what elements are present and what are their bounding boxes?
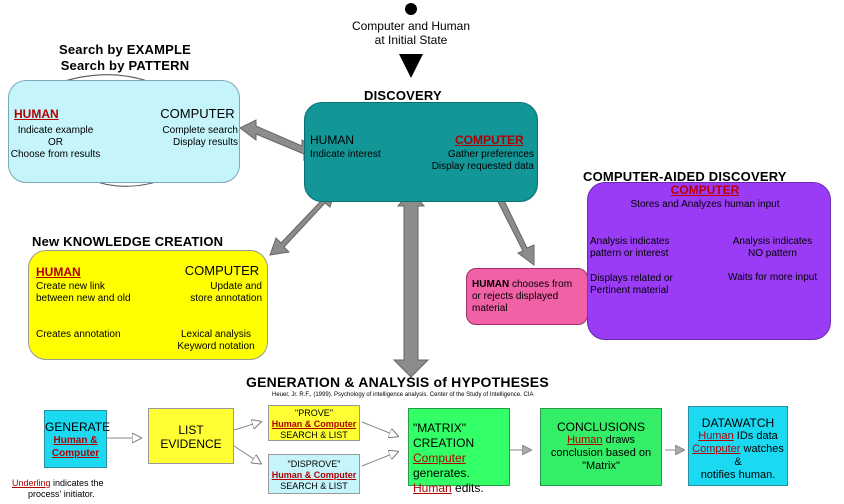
knowledge-title: New KNOWLEDGE CREATION — [32, 234, 224, 249]
flow-arrow-list-disprove — [233, 445, 260, 463]
hypotheses-title: GENERATION & ANALYSIS of HYPOTHESES — [246, 374, 549, 390]
aided-title: COMPUTER-AIDED DISCOVERY — [583, 169, 787, 184]
start-label: Computer and Human at Initial State — [351, 19, 471, 47]
knowledge-box — [28, 250, 268, 360]
aided-store-text: Stores and Analyzes human input — [630, 199, 780, 210]
discovery-computer-text: Gather preferences Display requested dat… — [431, 149, 534, 172]
discovery-computer-heading: COMPUTER — [455, 133, 524, 147]
search-computer-heading: COMPUTER — [160, 106, 235, 121]
flow-arrow-list-prove — [233, 422, 260, 431]
start-dot — [405, 3, 417, 15]
aided-box — [587, 182, 831, 340]
human-choose-box — [466, 268, 588, 325]
aided-no-pattern-text: Analysis indicates NO pattern — [732, 236, 813, 259]
legend-text: Underling indicates the process' initiat… — [12, 478, 104, 499]
list-box: LIST EVIDENCE — [148, 408, 234, 464]
search-title: Search by EXAMPLE Search by PATTERN — [59, 42, 191, 73]
aided-computer-heading: COMPUTER — [670, 183, 740, 197]
discovery-human-heading: HUMAN — [310, 133, 354, 147]
knowledge-human-heading: HUMAN — [36, 265, 81, 279]
knowledge-computer-text: Update and store annotation — [190, 281, 262, 304]
generate-box: GENERATE Human &Computer — [44, 410, 111, 468]
human-choose-text: HUMAN chooses from or rejects displayed … — [472, 279, 573, 314]
search-human-text: Indicate example OR Choose from results — [10, 125, 101, 160]
flow-arrow-disprove-matrix — [361, 452, 397, 467]
matrix-box: "MATRIX" CREATION Computer generates. Hu… — [408, 408, 510, 495]
discovery-human-text: Indicate interest — [310, 149, 381, 160]
discovery-box — [304, 102, 538, 202]
conclusions-box: CONCLUSIONS Human draws conclusion based… — [540, 408, 662, 486]
arrow-discovery-hypotheses — [392, 189, 430, 378]
disprove-box: "DISPROVE" Human & Computer SEARCH & LIS… — [268, 454, 360, 494]
generate-label: GENERATE — [45, 420, 111, 434]
knowledge-human-text: Create new link between new and old — [36, 281, 131, 304]
hypotheses-citation: Heuer, Jr. R.F., (1999). Psychology of i… — [272, 392, 534, 398]
search-box — [8, 80, 240, 183]
prove-box: "PROVE" Human & Computer SEARCH & LIST — [268, 405, 360, 441]
datawatch-box: DATAWATCH Human IDs data Computer watche… — [688, 406, 788, 486]
knowledge-computer-heading: COMPUTER — [184, 263, 260, 278]
search-computer-text: Complete search Display results — [162, 125, 238, 148]
arrow-discovery-choose — [490, 191, 535, 266]
knowledge-human-step: Creates annotation — [36, 329, 121, 340]
discovery-title: DISCOVERY — [364, 88, 442, 103]
aided-wait-text: Waits for more input — [728, 272, 818, 283]
aided-display-text: Displays related or Pertinent material — [590, 273, 673, 296]
generate-actors: Human &Computer — [51, 435, 100, 459]
search-human-heading: HUMAN — [14, 107, 59, 121]
aided-pattern-text: Analysis indicates pattern or interest — [590, 236, 670, 259]
flow-arrow-prove-matrix — [361, 421, 397, 436]
knowledge-computer-steps: Lexical analysis Keyword notation — [177, 329, 255, 352]
